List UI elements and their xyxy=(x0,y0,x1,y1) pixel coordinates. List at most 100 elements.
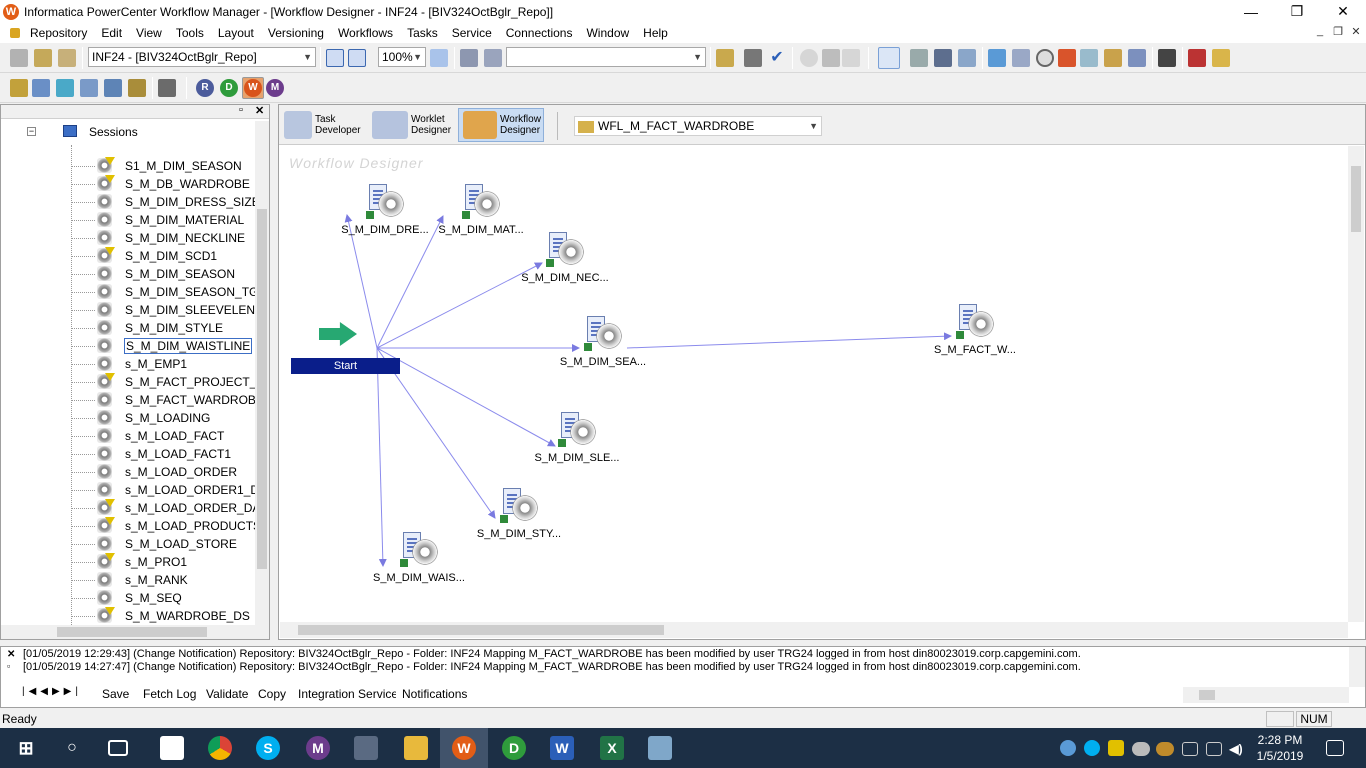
repository-manager-icon[interactable]: R xyxy=(196,79,214,97)
notifications-icon[interactable] xyxy=(1326,740,1344,756)
link-to-waistline[interactable] xyxy=(376,347,387,567)
canvas-hscrollbar[interactable] xyxy=(280,622,1348,638)
debug-icon[interactable] xyxy=(822,49,840,67)
config-icon[interactable] xyxy=(158,79,176,97)
workflow-select[interactable]: WFL_M_FACT_WARDROBE▼ xyxy=(574,116,822,136)
tree-item-session[interactable]: S_M_DIM_WAISTLINE xyxy=(1,337,255,355)
workflow-manager-icon[interactable]: W xyxy=(244,79,262,97)
tools-icon[interactable] xyxy=(128,79,146,97)
globe-icon[interactable] xyxy=(56,79,74,97)
menu-layout[interactable]: Layout xyxy=(217,26,254,40)
edit-icon[interactable] xyxy=(716,49,734,67)
link-to-neckline[interactable] xyxy=(376,262,543,349)
navigator-toggle-icon[interactable] xyxy=(326,49,344,67)
assignment-icon[interactable] xyxy=(1012,49,1030,67)
mdi-close-icon[interactable]: ✕ xyxy=(1351,26,1361,38)
taskbar-clock[interactable]: 2:28 PM 1/5/2019 xyxy=(1252,732,1308,764)
find-combo[interactable]: ▼ xyxy=(506,47,706,67)
minimize-button[interactable]: — xyxy=(1244,3,1258,20)
tray-onedrive-icon[interactable] xyxy=(1132,742,1150,756)
link-to-style[interactable] xyxy=(376,347,496,519)
navigator-vscrollbar[interactable] xyxy=(255,121,269,625)
canvas-vscrollbar[interactable] xyxy=(1348,146,1364,622)
folder-globe-icon[interactable] xyxy=(32,79,50,97)
output-vscrollbar[interactable] xyxy=(1349,647,1365,687)
check-icon[interactable]: ✔ xyxy=(770,49,784,66)
menu-edit[interactable]: Edit xyxy=(101,26,123,40)
tree-item-session[interactable]: S_M_DIM_MATERIAL xyxy=(1,211,255,229)
menu-view[interactable]: View xyxy=(136,26,162,40)
tree-item-session[interactable]: S_M_DB_WARDROBE xyxy=(1,175,255,193)
mdi-restore-icon[interactable]: ❐ xyxy=(1333,26,1343,38)
tree-item-session[interactable]: S_M_LOAD_STORE xyxy=(1,535,255,553)
pointer-icon[interactable] xyxy=(878,47,900,69)
tray-battery-icon[interactable] xyxy=(1182,742,1198,756)
tree-item-session[interactable]: s_M_PRO1 xyxy=(1,553,255,571)
excel-icon[interactable]: X xyxy=(600,736,624,760)
menu-versioning[interactable]: Versioning xyxy=(267,26,324,40)
link-season-to-fact[interactable] xyxy=(626,332,952,349)
search-icon[interactable] xyxy=(460,49,478,67)
menu-repository[interactable]: Repository xyxy=(30,26,88,40)
tree-item-session[interactable]: s_M_LOAD_FACT1 xyxy=(1,445,255,463)
session-task-dim-neckline[interactable]: S_M_DIM_NEC... xyxy=(515,232,615,284)
tree-item-session[interactable]: s_M_LOAD_ORDER1_DAT xyxy=(1,481,255,499)
timer-task-icon[interactable] xyxy=(1036,49,1054,67)
step-icon[interactable] xyxy=(842,49,860,67)
link-to-material[interactable] xyxy=(376,215,444,349)
tree-item-session[interactable]: s_M_LOAD_FACT xyxy=(1,427,255,445)
menu-tools[interactable]: Tools xyxy=(175,26,204,40)
tree-item-session[interactable]: s_M_LOAD_PRODUCTS_ xyxy=(1,517,255,535)
session-task-icon[interactable] xyxy=(910,49,928,67)
start-task[interactable]: Start xyxy=(291,358,400,374)
validate-icon[interactable] xyxy=(744,49,762,67)
control-icon[interactable] xyxy=(1058,49,1076,67)
menu-tasks[interactable]: Tasks xyxy=(407,26,438,40)
link-to-sleevelength[interactable] xyxy=(376,347,556,447)
output-tab-nav[interactable]: |◀◀▶▶| xyxy=(22,686,82,697)
tray-app-icon[interactable] xyxy=(1156,742,1174,756)
tab-notifications[interactable]: Notifications xyxy=(396,686,474,702)
navigator-close-icon[interactable]: ✕ xyxy=(255,105,265,117)
timer-icon[interactable] xyxy=(800,49,818,67)
file-explorer-icon[interactable] xyxy=(404,736,428,760)
event-wait-icon[interactable] xyxy=(1104,49,1122,67)
find-icon[interactable] xyxy=(484,49,502,67)
sql-tool-icon[interactable] xyxy=(354,736,378,760)
menu-service[interactable]: Service xyxy=(451,26,492,40)
tray-skype-icon[interactable] xyxy=(1084,740,1100,756)
globe-search-icon[interactable] xyxy=(104,79,122,97)
output-hscrollbar[interactable] xyxy=(1183,687,1349,703)
menu-connections[interactable]: Connections xyxy=(505,26,573,40)
word-icon[interactable]: W xyxy=(550,736,574,760)
sticky-notes-icon[interactable] xyxy=(160,736,184,760)
tree-item-session[interactable]: S_M_FACT_WARDROBE xyxy=(1,391,255,409)
tab-integration-service[interactable]: Integration Service xyxy=(298,687,399,701)
tree-item-session[interactable]: S_M_DIM_NECKLINE xyxy=(1,229,255,247)
output-restore-icon[interactable]: ▫ xyxy=(7,661,11,671)
repository-combo[interactable]: INF24 - [BIV324OctBglr_Repo]▼ xyxy=(88,47,316,67)
session-task-dim-material[interactable]: S_M_DIM_MAT... xyxy=(431,184,531,236)
tree-item-session[interactable]: S_M_DIM_SEASON xyxy=(1,265,255,283)
tree-item-session[interactable]: S1_M_DIM_SEASON xyxy=(1,157,255,175)
tab-fetch-log[interactable]: Fetch Log xyxy=(143,687,197,701)
tree-item-session[interactable]: S_M_DIM_DRESS_SIZE xyxy=(1,193,255,211)
designer-icon[interactable]: D xyxy=(220,79,238,97)
tree-item-session[interactable]: s_M_RANK xyxy=(1,571,255,589)
zoom-fit-icon[interactable] xyxy=(430,49,448,67)
tree-item-session[interactable]: s_M_EMP1 xyxy=(1,355,255,373)
repo-db-icon[interactable] xyxy=(10,79,28,97)
worklet-icon[interactable] xyxy=(988,49,1006,67)
workflow-monitor-taskbar-icon[interactable]: M xyxy=(306,736,330,760)
event-raise-icon[interactable] xyxy=(1128,49,1146,67)
session-task-dim-waistline[interactable]: S_M_DIM_WAIS... xyxy=(369,532,469,584)
tree-item-session[interactable]: s_M_LOAD_ORDER xyxy=(1,463,255,481)
tree-item-session[interactable]: S_M_DIM_STYLE xyxy=(1,319,255,337)
workflow-monitor-icon[interactable]: M xyxy=(266,79,284,97)
close-button[interactable]: ✕ xyxy=(1337,3,1349,19)
session-task-dim-style[interactable]: S_M_DIM_STY... xyxy=(469,488,569,540)
tray-volume-icon[interactable]: ◀) xyxy=(1229,742,1243,756)
